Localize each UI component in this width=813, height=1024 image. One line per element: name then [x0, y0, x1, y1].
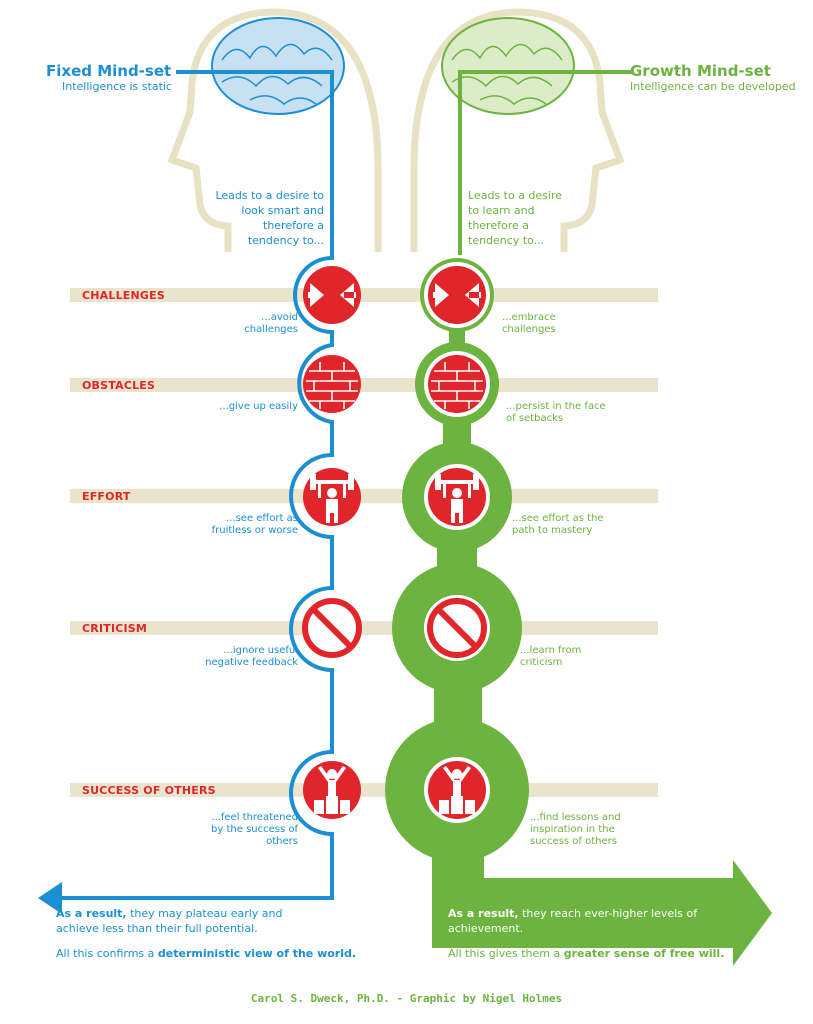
fixed-title: Fixed Mind-set — [46, 62, 172, 80]
brick-wall-icon — [431, 362, 483, 409]
growth-title: Growth Mind-set — [630, 62, 771, 80]
fixed-confirm-emphasis: deterministic view of the world. — [157, 947, 357, 960]
fixed-obstacles-text: ...give up easily — [219, 401, 298, 412]
fixed-criticism-text: ...ignore useful negative feedback — [205, 645, 298, 668]
growth-lead: Leads to a desire to learn and therefore… — [468, 189, 563, 247]
category-label-criticism: CRITICISM — [82, 622, 148, 635]
growth-head-outline — [410, 8, 625, 252]
arrows-in-icon — [308, 283, 356, 307]
growth-result-text: they reach ever-higher levels of achieve… — [448, 907, 698, 935]
fixed-subtitle: Intelligence is static — [62, 80, 172, 93]
no-entry-icon — [311, 607, 353, 649]
winner-icon — [439, 766, 475, 814]
credit-line: Carol S. Dweck, Ph.D. - Graphic by Nigel… — [250, 992, 563, 1005]
fixed-lead: Leads to a desire to look smart and ther… — [215, 189, 324, 247]
growth-confirm-emphasis: greater sense of free will. — [563, 947, 725, 960]
growth-confirm-text: All this gives them a — [448, 947, 564, 960]
brick-wall-icon — [306, 362, 358, 409]
growth-criticism-text: ...learn from criticism — [520, 645, 582, 668]
growth-challenges-text: ...embrace challenges — [502, 312, 556, 335]
fixed-result: As a result, they may plateau early and … — [56, 906, 326, 936]
category-label-effort: EFFORT — [82, 490, 131, 503]
growth-result: As a result, they reach ever-higher leve… — [448, 906, 728, 936]
category-label-success-of-others: SUCCESS OF OTHERS — [82, 784, 216, 797]
fixed-arrow-head — [38, 882, 62, 914]
growth-confirm: All this gives them a greater sense of f… — [448, 946, 748, 961]
weightlifter-icon — [310, 474, 354, 523]
growth-result-lead: As a result, — [448, 907, 519, 920]
fixed-path — [60, 70, 334, 900]
fixed-challenges-text: ...avoid challenges — [244, 312, 298, 335]
growth-success-text: ...find lessons and inspiration in the s… — [530, 812, 621, 847]
no-entry-icon — [436, 607, 478, 649]
growth-effort-text: ...see effort as the path to mastery — [512, 513, 604, 536]
growth-obstacles-text: ...persist in the face of setbacks — [506, 401, 606, 424]
category-bands — [70, 288, 658, 797]
fixed-result-lead: As a result, — [56, 907, 127, 920]
category-label-challenges: CHALLENGES — [82, 289, 165, 302]
fixed-success-text: ...feel threatened by the success of oth… — [211, 812, 298, 847]
category-label-obstacles: OBSTACLES — [82, 379, 156, 392]
growth-subtitle: Intelligence can be developed — [630, 80, 796, 93]
growth-line — [458, 70, 632, 255]
fixed-confirm: All this confirms a deterministic view o… — [56, 946, 366, 961]
winner-icon — [314, 766, 350, 814]
weightlifter-icon — [435, 474, 479, 523]
fixed-effort-text: ...see effort as fruitless or worse — [211, 513, 298, 536]
fixed-brain-icon — [211, 17, 345, 115]
fixed-confirm-text: All this confirms a — [56, 947, 158, 960]
fixed-result-text: they may plateau early and achieve less … — [56, 907, 283, 935]
fixed-head-outline — [167, 8, 382, 252]
arrows-in-icon — [433, 283, 481, 307]
growth-brain-icon — [441, 17, 575, 115]
